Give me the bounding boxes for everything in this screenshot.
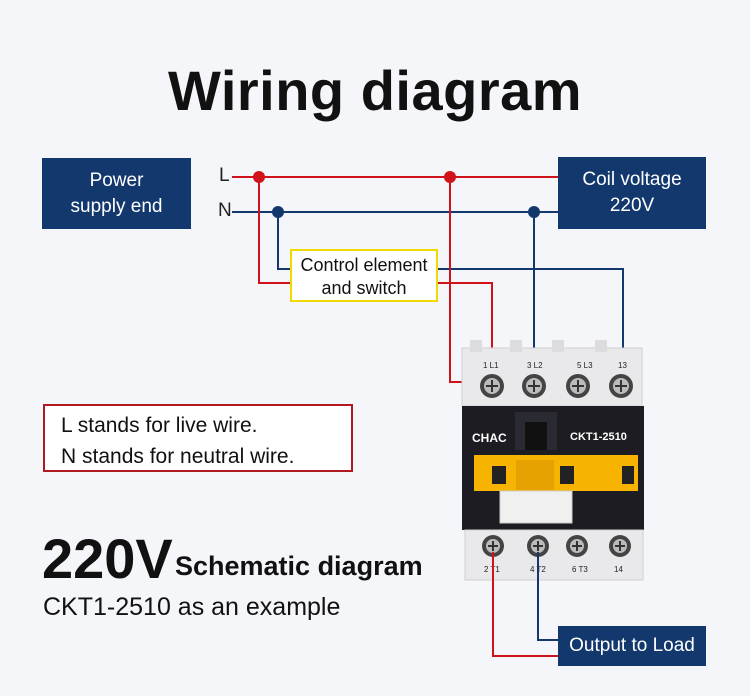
output-label: Output to Load bbox=[569, 635, 695, 656]
control-element-box: Control element and switch bbox=[290, 249, 438, 302]
top-screws bbox=[480, 374, 633, 398]
live-junction-dot bbox=[253, 171, 265, 183]
brand-label: CHAC bbox=[472, 431, 507, 445]
terminal-label: 3 L2 bbox=[527, 361, 543, 370]
terminal-label: 1 L1 bbox=[483, 361, 499, 370]
coil-voltage-box: Coil voltage 220V bbox=[558, 157, 706, 229]
terminal-label: 13 bbox=[618, 361, 627, 370]
example-caption: CKT1-2510 as an example bbox=[43, 593, 341, 621]
terminal-label: 5 L3 bbox=[577, 361, 593, 370]
neutral-to-control-wire bbox=[277, 212, 292, 270]
output-neutral-wire bbox=[537, 552, 558, 641]
control-to-terminal13-wire bbox=[436, 268, 624, 370]
coil-voltage-label: Coil voltage 220V bbox=[582, 169, 682, 216]
model-label: CKT1-2510 bbox=[570, 431, 627, 443]
terminal-label: 6 T3 bbox=[572, 565, 588, 574]
legend-box: L stands for live wire. N stands for neu… bbox=[43, 404, 353, 472]
power-supply-box: Power supply end bbox=[42, 158, 191, 229]
live-junction-dot bbox=[444, 171, 456, 183]
power-supply-label: Power supply end bbox=[70, 169, 163, 217]
control-to-terminal1-wire bbox=[436, 282, 493, 370]
neutral-wire-label: N bbox=[218, 200, 232, 221]
live-to-control-wire bbox=[258, 177, 292, 284]
top-terminal-labels: 1 L1 3 L2 5 L3 13 bbox=[483, 361, 627, 370]
output-to-load-box: Output to Load bbox=[558, 626, 706, 666]
neutral-junction-dot bbox=[528, 206, 540, 218]
page-title: Wiring diagram bbox=[167, 59, 583, 122]
bottom-screws bbox=[482, 535, 631, 557]
output-live-wire bbox=[492, 552, 558, 657]
schematic-heading: Schematic diagram bbox=[175, 551, 423, 581]
voltage-heading: 220V bbox=[42, 527, 173, 590]
legend-line-neutral: N stands for neutral wire. bbox=[61, 445, 295, 468]
legend-line-live: L stands for live wire. bbox=[61, 414, 258, 437]
live-wire-label: L bbox=[219, 165, 230, 186]
neutral-junction-dot bbox=[272, 206, 284, 218]
terminal-label: 14 bbox=[614, 565, 623, 574]
contactor-illustration: 1 L1 3 L2 5 L3 13 CHAC CKT1-2510 bbox=[461, 340, 644, 581]
